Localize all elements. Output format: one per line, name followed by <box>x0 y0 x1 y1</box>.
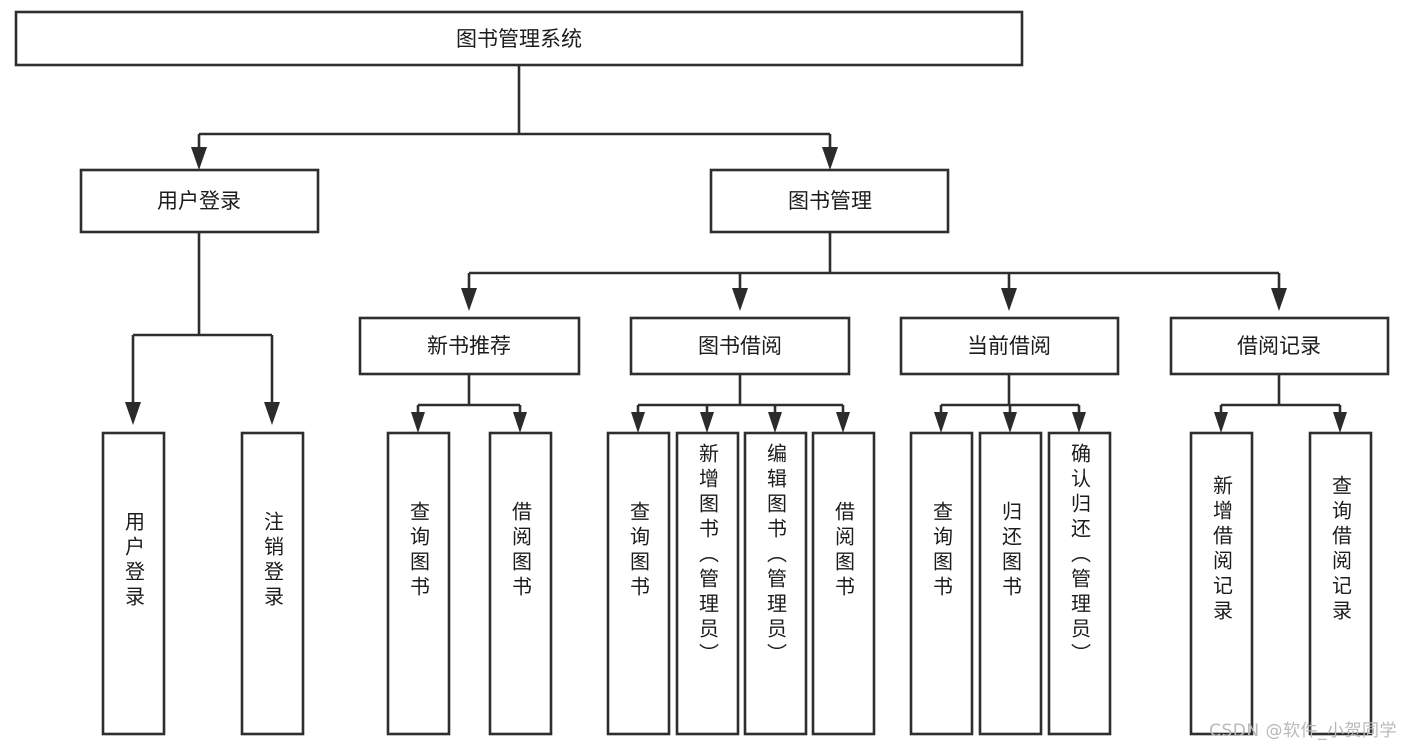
arrow-icon-to-leaf-newbook-2 <box>513 412 527 433</box>
node-current-borrow-box[interactable] <box>899 316 1120 376</box>
arrow-icon-to-leaf-borrow-3 <box>768 412 782 433</box>
arrow-icon-to-currentborrow <box>1001 288 1017 311</box>
arrow-icon-to-leaf-borrow-2 <box>700 412 714 433</box>
arrow-icon-to-user-login <box>191 147 207 170</box>
arrow-icon-to-leaf-borrow-1 <box>631 412 645 433</box>
arrow-icon-to-leaf-userlogin-1 <box>125 402 141 425</box>
leaf-box-borrow-add[interactable] <box>675 431 740 736</box>
node-current-borrow-label: 当前借阅 <box>967 334 1051 358</box>
arrow-icon-to-leaf-record-2 <box>1333 412 1347 433</box>
leaf-box-borrow-edit[interactable] <box>743 431 808 736</box>
leaf-box-newbook-query[interactable] <box>386 431 451 736</box>
node-book-manage-label: 图书管理 <box>788 189 872 213</box>
node-new-book-recommend-label: 新书推荐 <box>427 334 511 358</box>
arrow-icon-to-leaf-current-3 <box>1072 412 1086 433</box>
node-book-manage-box[interactable] <box>709 168 950 234</box>
arrow-icon-to-leaf-newbook-1 <box>411 412 425 433</box>
arrow-icon-to-bookborrow <box>732 288 748 311</box>
arrow-icon-to-newbook <box>461 288 477 311</box>
node-root-label: 图书管理系统 <box>456 27 582 51</box>
arrow-icon-to-leaf-borrow-4 <box>836 412 850 433</box>
node-new-book-recommend-box[interactable] <box>358 316 581 376</box>
node-user-login-box[interactable] <box>79 168 320 234</box>
arrow-icon-to-book-manage <box>822 147 838 170</box>
leaf-box-current-return[interactable] <box>978 431 1043 736</box>
node-borrow-record-box[interactable] <box>1169 316 1390 376</box>
node-user-login-label: 用户登录 <box>157 189 241 213</box>
leaf-box-record-query[interactable] <box>1308 431 1373 736</box>
leaf-box-current-confirm[interactable] <box>1047 431 1112 736</box>
arrow-icon-to-borrowrecord <box>1271 288 1287 311</box>
leaf-box-user-login-logout[interactable] <box>240 431 305 736</box>
arrow-icon-to-leaf-userlogin-2 <box>264 402 280 425</box>
leaf-box-current-query[interactable] <box>909 431 974 736</box>
leaf-box-record-add[interactable] <box>1189 431 1254 736</box>
leaf-box-borrow-query[interactable] <box>606 431 671 736</box>
arrow-icon-to-leaf-current-1 <box>934 412 948 433</box>
leaf-box-borrow-lend[interactable] <box>811 431 876 736</box>
arrow-icon-to-leaf-current-2 <box>1003 412 1017 433</box>
leaf-box-newbook-borrow[interactable] <box>488 431 553 736</box>
node-root-box[interactable] <box>14 10 1024 67</box>
node-borrow-record-label: 借阅记录 <box>1237 334 1321 358</box>
node-book-borrow-box[interactable] <box>629 316 851 376</box>
leaf-box-user-login-login[interactable] <box>101 431 166 736</box>
arrow-icon-to-leaf-record-1 <box>1214 412 1228 433</box>
arrowhead-layer <box>125 147 1347 433</box>
node-book-borrow-label: 图书借阅 <box>698 334 782 358</box>
node-layer: 图书管理系统 用户登录 图书管理 新书推荐 图书借阅 当前借阅 借阅记录 <box>14 10 1390 736</box>
